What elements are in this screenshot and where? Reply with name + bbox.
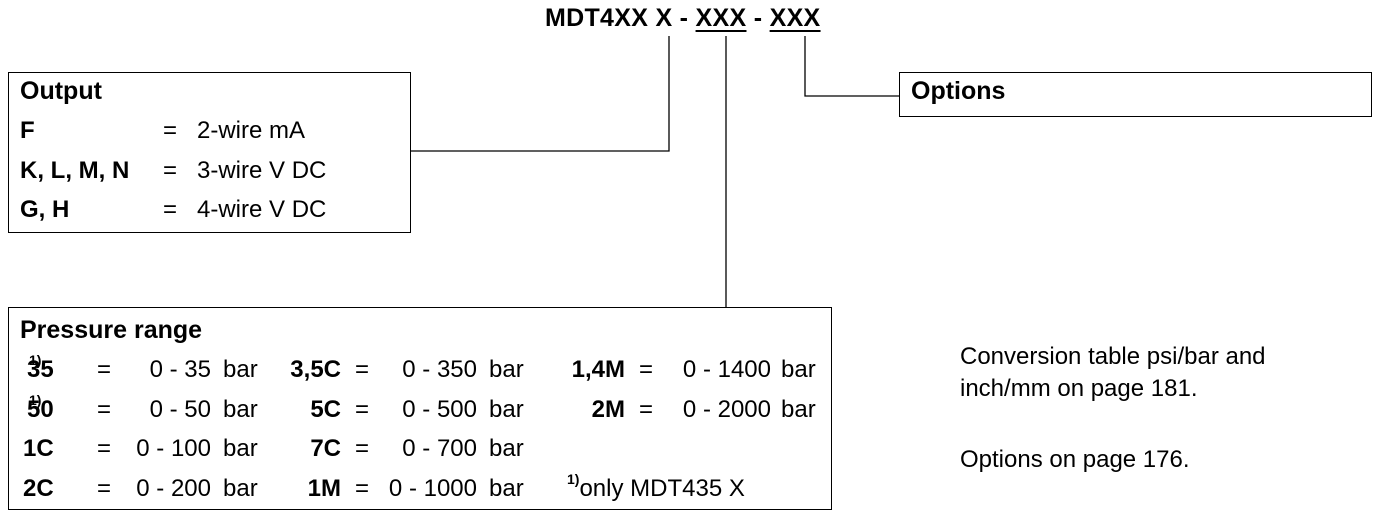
output-box: Output F = 2-wire mA K, L, M, N = 3-wire… [8, 72, 411, 233]
footnote-text: only MDT435 X [579, 475, 745, 502]
range-unit: bar [223, 356, 258, 383]
equals-sign: = [639, 356, 654, 383]
code-segment-pressure: XXX [695, 4, 747, 32]
range-code: 1C [23, 435, 54, 462]
equals-sign: = [163, 117, 178, 144]
footnote-marker: 1) [29, 392, 42, 408]
range-value: 0 - 500 [402, 396, 477, 423]
output-key: F [20, 117, 35, 144]
footnote-marker: 1) [29, 352, 42, 368]
range-value: 0 - 2000 [682, 396, 771, 423]
output-title: Output [20, 77, 102, 105]
range-code: 2C [23, 475, 54, 502]
equals-sign: = [97, 396, 112, 423]
equals-sign: = [355, 356, 370, 383]
equals-sign: = [163, 196, 178, 223]
output-value: 2-wire mA [197, 117, 306, 144]
range-value: 0 - 50 [149, 396, 211, 423]
conversion-note-line1: Conversion table psi/bar and [960, 343, 1266, 370]
output-key: K, L, M, N [20, 157, 130, 184]
range-value: 0 - 1400 [682, 356, 771, 383]
options-note: Options on page 176. [960, 446, 1190, 473]
equals-sign: = [639, 396, 654, 423]
range-code: 1,4M [571, 356, 625, 383]
range-value: 0 - 350 [402, 356, 477, 383]
range-code: 5C [310, 396, 341, 423]
range-code: 7C [310, 435, 341, 462]
equals-sign: = [97, 475, 112, 502]
range-unit: bar [489, 356, 524, 383]
equals-sign: = [355, 396, 370, 423]
pressure-row: 2C = 0 - 200 bar 1M = 0 - 1000 bar 1) on… [9, 471, 829, 505]
model-code: MDT4XX X - XXX - XXX [545, 4, 821, 33]
range-code: 1M [307, 475, 341, 502]
range-unit: bar [781, 356, 816, 383]
conversion-note-line2: inch/mm on page 181. [960, 375, 1198, 402]
pressure-row: 1C = 0 - 100 bar 7C = 0 - 700 bar [9, 435, 829, 465]
footnote: 1) only MDT435 X [565, 471, 745, 503]
connector-options [804, 36, 900, 97]
output-key: G, H [20, 196, 70, 223]
equals-sign: = [355, 435, 370, 462]
equals-sign: = [163, 157, 178, 184]
connector-output [410, 36, 670, 152]
options-box: Options [899, 72, 1372, 117]
range-unit: bar [489, 396, 524, 423]
conversion-note: Conversion table psi/bar and inch/mm on … [960, 341, 1266, 405]
output-value: 4-wire V DC [197, 196, 327, 223]
range-unit: bar [489, 435, 524, 462]
output-value: 3-wire V DC [197, 157, 327, 184]
range-value: 0 - 1000 [388, 475, 477, 502]
range-unit: bar [223, 435, 258, 462]
equals-sign: = [355, 475, 370, 502]
code-prefix: MDT4XX X - [545, 4, 696, 32]
footnote-marker: 1) [567, 471, 580, 487]
options-title: Options [911, 77, 1006, 105]
pressure-title: Pressure range [20, 316, 203, 344]
code-dash: - [746, 4, 770, 32]
range-unit: bar [223, 396, 258, 423]
range-unit: bar [223, 475, 258, 502]
range-unit: bar [489, 475, 524, 502]
range-value: 0 - 100 [136, 435, 211, 462]
equals-sign: = [97, 435, 112, 462]
range-value: 0 - 35 [149, 356, 211, 383]
code-segment-options: XXX [769, 4, 821, 32]
equals-sign: = [97, 356, 112, 383]
range-value: 0 - 700 [402, 435, 477, 462]
range-value: 0 - 200 [136, 475, 211, 502]
range-code: 2M [591, 396, 625, 423]
range-code: 3,5C [290, 356, 341, 383]
range-unit: bar [781, 396, 816, 423]
